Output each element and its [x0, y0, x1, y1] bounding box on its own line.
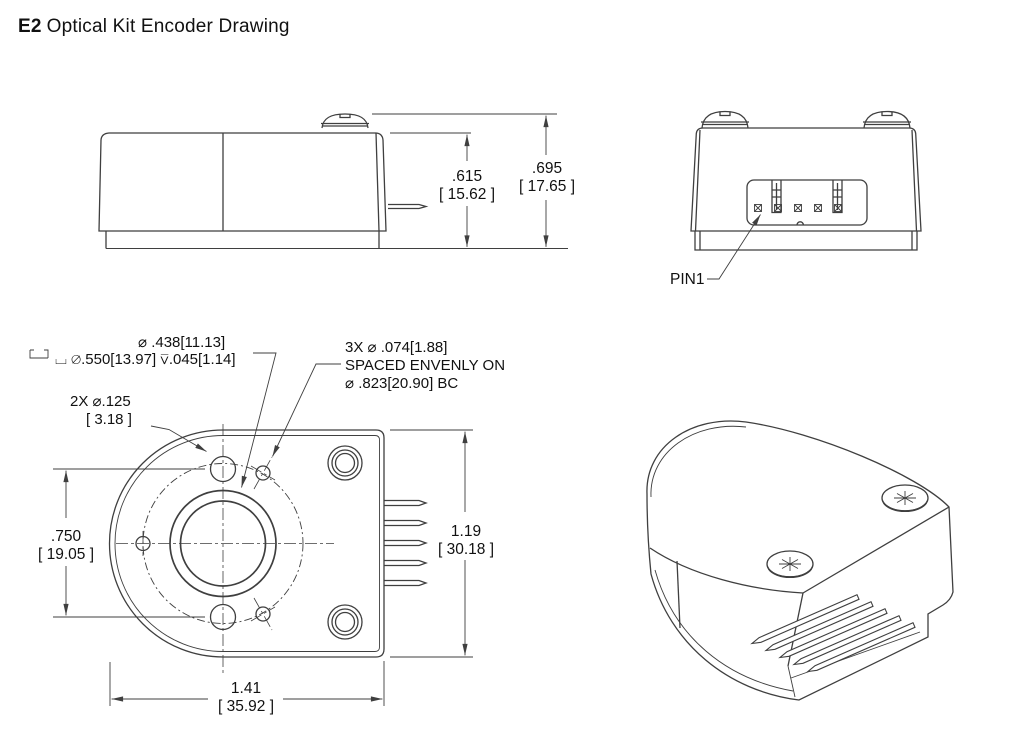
- plan-view-pins: [384, 499, 428, 587]
- bore-leader: [241, 352, 277, 488]
- callout-3x-line2: SPACED ENVENLY ON: [345, 357, 505, 374]
- plan-view-body: [108, 429, 385, 658]
- pin-pad: [814, 204, 822, 212]
- dim-119-mm: [ 30.18 ]: [438, 541, 494, 558]
- front-view-body: [690, 110, 922, 251]
- callout-2x-line2: [ 3.18 ]: [86, 411, 132, 428]
- plan-view: [29, 349, 473, 706]
- bolt-circle: [142, 463, 304, 624]
- dim-695-mm: [ 17.65 ]: [519, 178, 575, 195]
- callout-counterbore: ⌴ ⌀.550[13.97] ⊽.045[1.14]: [55, 351, 236, 368]
- counterbore-symbol-box: [29, 349, 49, 359]
- callout-center-bore: ⌀ .438[11.13]: [138, 334, 225, 351]
- side-view: [98, 113, 568, 249]
- plan-view-leaders: [29, 349, 341, 488]
- phillips-screw: [881, 484, 929, 513]
- mounting-holes-leader: [150, 425, 207, 452]
- plan-view-centerlines: [116, 424, 334, 676]
- dim-141-mm: [ 35.92 ]: [218, 698, 274, 715]
- dim-750-in: .750: [51, 528, 82, 545]
- dim-141-in: 1.41: [231, 680, 261, 697]
- pin-pad: [834, 204, 842, 212]
- iso-screws: [766, 484, 929, 579]
- drawing-lines: [29, 110, 954, 706]
- dim-615-mm: [ 15.62 ]: [439, 186, 495, 203]
- callout-3x-line3: ⌀ .823[20.90] BC: [345, 375, 458, 392]
- iso-body: [646, 420, 954, 701]
- title-model: E2: [18, 16, 42, 37]
- screw-boss-top: [327, 445, 363, 481]
- iso-pins: [750, 593, 916, 673]
- pin1-label: PIN1: [670, 271, 704, 288]
- callout-2x-line1: 2X ⌀.125: [70, 393, 131, 410]
- phillips-screw: [766, 550, 814, 579]
- iso-view: [646, 420, 954, 701]
- side-view-dimension-lines: [106, 113, 568, 249]
- callout-3x-line1: 3X ⌀ .074[1.88]: [345, 339, 447, 356]
- drawing-text: .615 [ 15.62 ] .695 [ 17.65 ] PIN1 ⌀ .43…: [38, 160, 704, 715]
- front-view: [690, 110, 922, 280]
- pattern-holes-leader: [272, 363, 341, 457]
- front-view-pins: [754, 204, 842, 212]
- dim-615-in: .615: [452, 168, 482, 185]
- dim-750-mm: [ 19.05 ]: [38, 546, 94, 563]
- pin-pad: [774, 204, 782, 212]
- dim-695-in: .695: [532, 160, 562, 177]
- plan-view-dimension-lines: [53, 429, 473, 706]
- title-caption: Optical Kit Encoder Drawing: [46, 16, 290, 37]
- side-view-body: [98, 113, 429, 249]
- pin1-leader: [707, 214, 761, 280]
- pattern-hole-bottomright: [255, 606, 271, 622]
- plan-view-holes: [135, 445, 363, 640]
- pin-pad: [794, 204, 802, 212]
- dim-119-in: 1.19: [451, 523, 481, 540]
- pattern-hole-topright: [255, 465, 271, 481]
- screw-boss-bottom: [327, 604, 363, 640]
- pin-pad: [754, 204, 762, 212]
